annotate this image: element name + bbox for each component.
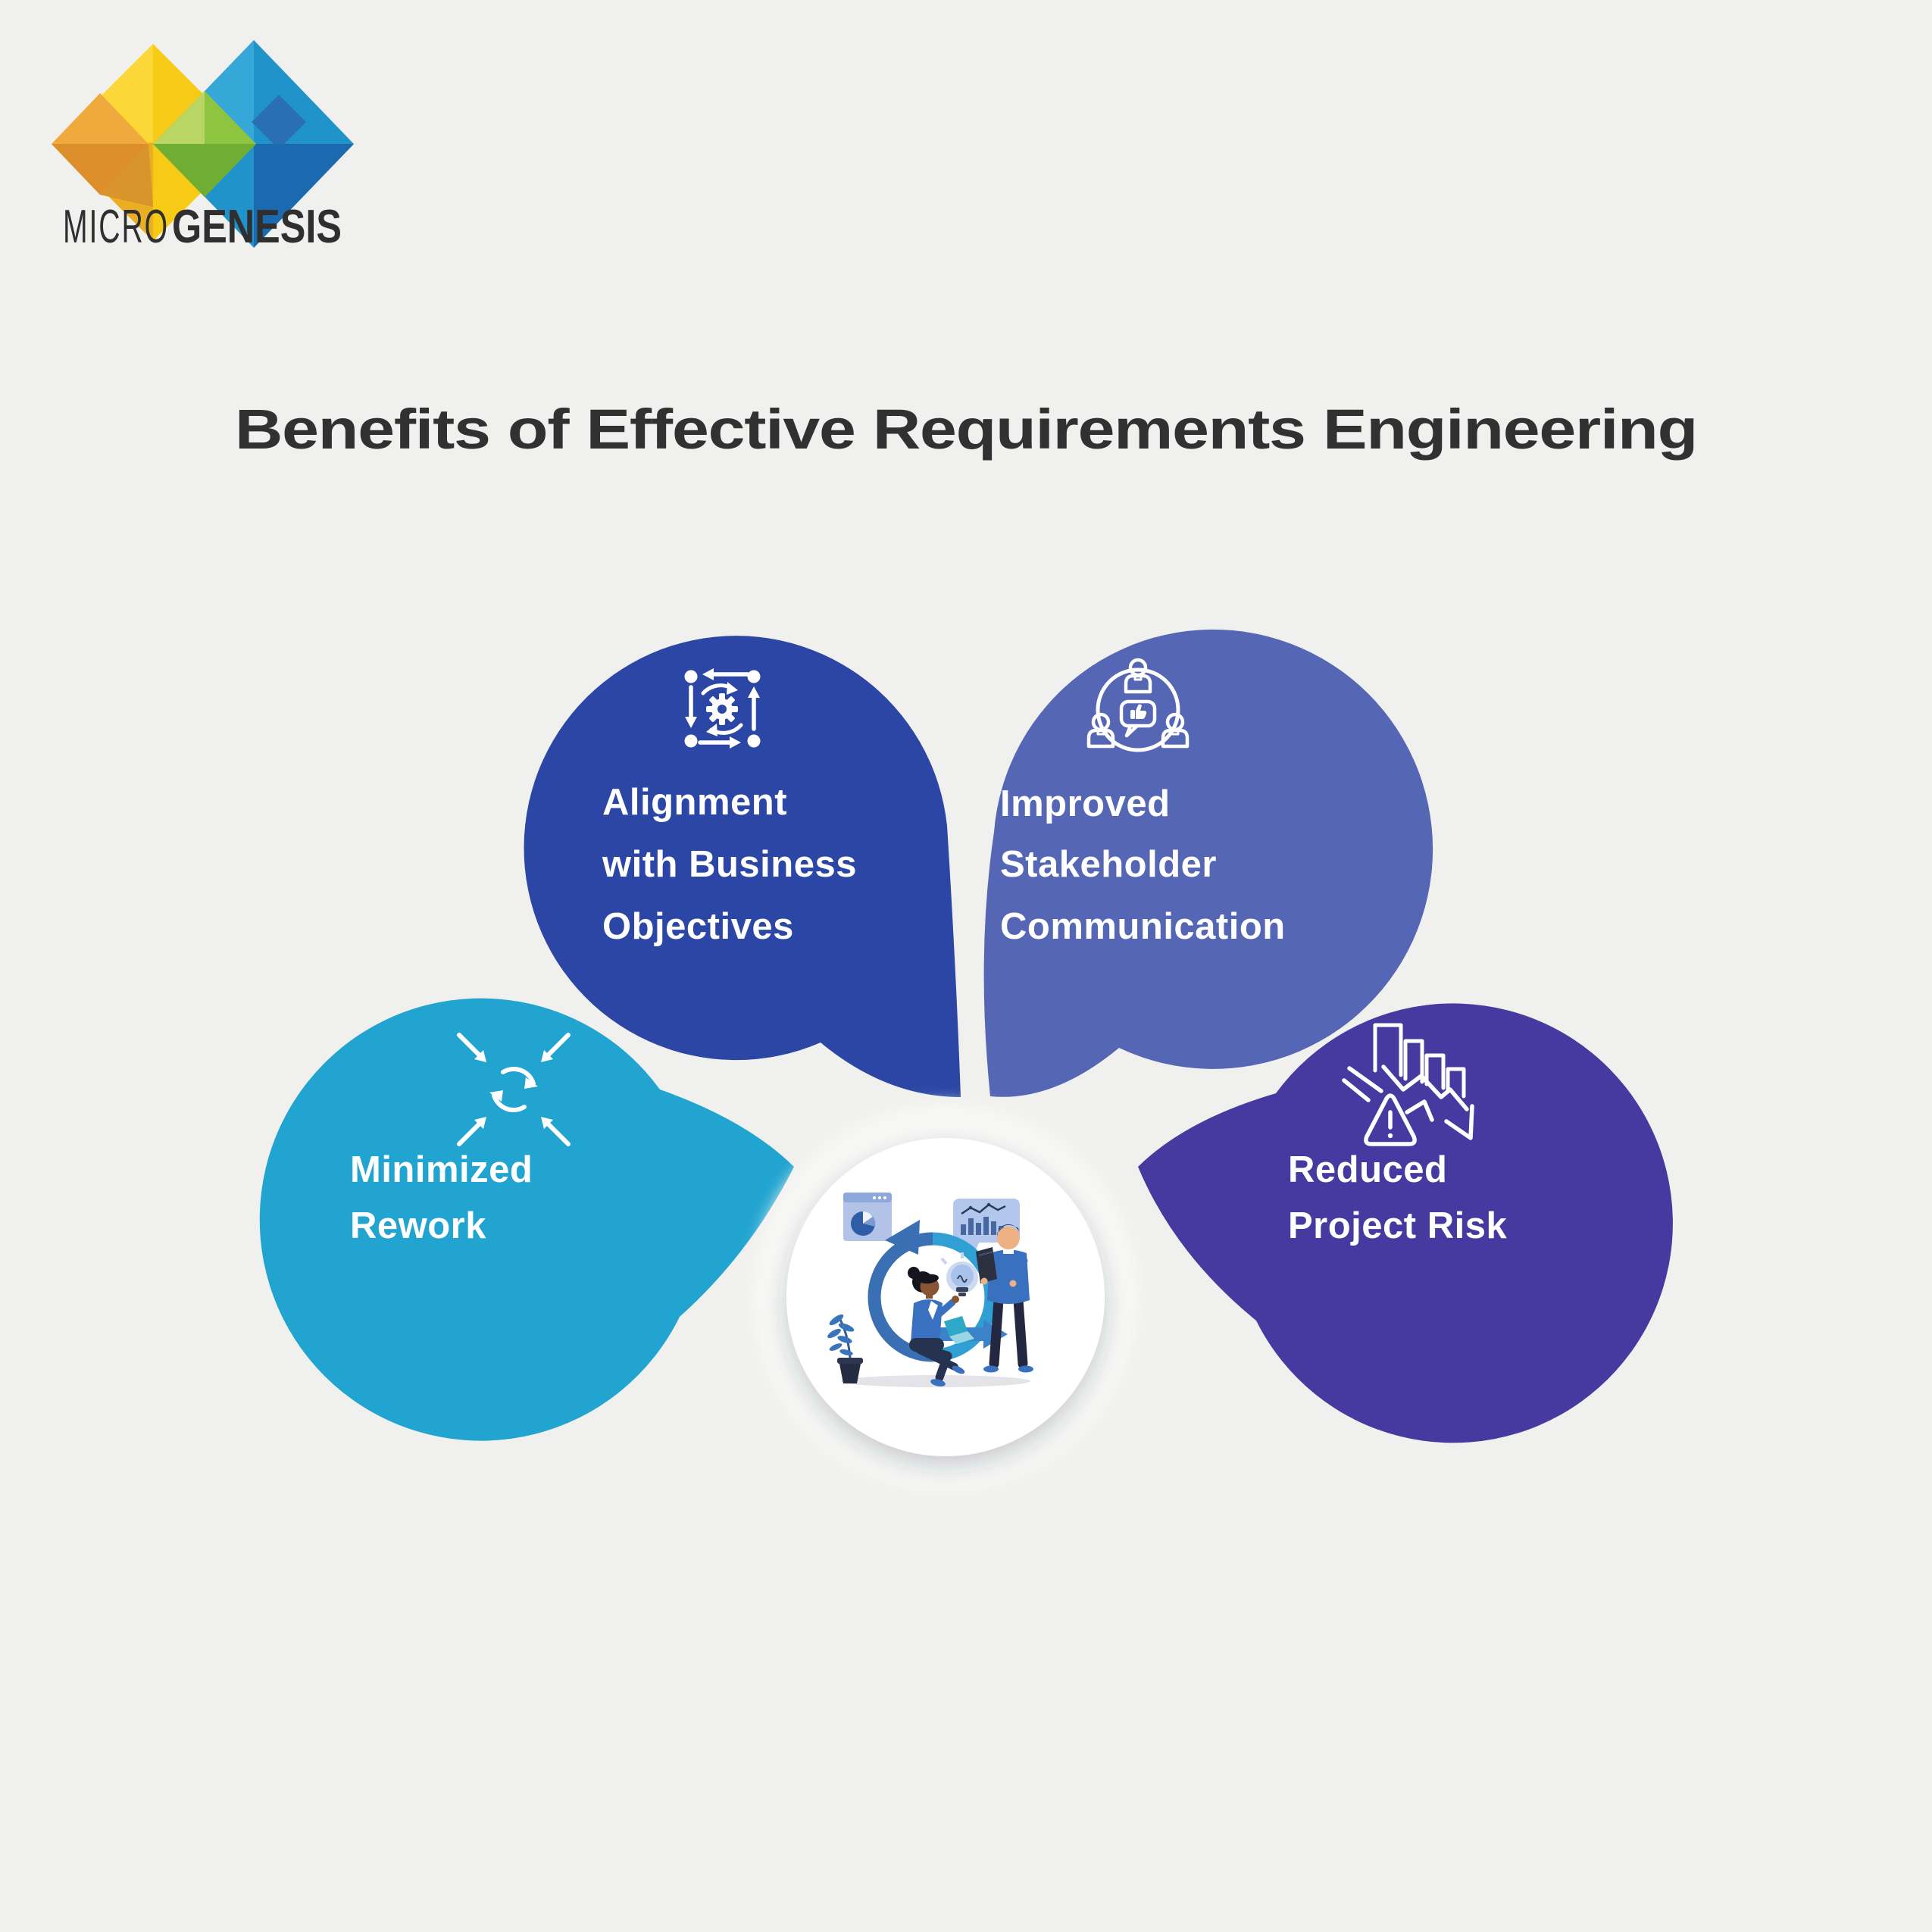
thumbs-up-bubble-icon [1119, 699, 1157, 738]
petal-rework-label: Minimized Rework [350, 1149, 543, 1246]
petal-risk: Reduced Project Risk [1138, 1003, 1673, 1443]
petal-risk-label: Reduced Project Risk [1288, 1149, 1507, 1246]
petal-risk-shape [1138, 1003, 1673, 1443]
petal-communication-label: Improved Stakeholder Communication [1000, 783, 1286, 947]
logo-text-micro: MICRO [63, 201, 169, 253]
petal-rework: Minimized Rework [259, 998, 794, 1441]
logo-mark-icon [52, 40, 354, 248]
center-circle [786, 1138, 1105, 1456]
pie-chart-browser-card [843, 1193, 892, 1241]
tablet-icon [976, 1247, 997, 1283]
person-top-icon [1124, 658, 1152, 694]
petal-alignment: Alignment with Business Objectives [524, 636, 961, 1097]
laptop-icon [944, 1316, 974, 1344]
potted-plant [827, 1314, 863, 1383]
woman-with-laptop [908, 1267, 974, 1386]
person-right-icon [1161, 712, 1190, 749]
page-title: Benefits of Effective Requirements Engin… [235, 398, 1697, 461]
man-with-tablet [976, 1224, 1033, 1373]
logo-wordmark: MICRO GENESIS [63, 201, 342, 253]
petal-alignment-label: Alignment with Business Objectives [602, 782, 868, 947]
petal-communication: Improved Stakeholder Communication [983, 629, 1433, 1097]
converging-arrows-icon [457, 1033, 571, 1146]
logo-text-genesis: GENESIS [172, 201, 342, 253]
microgenesis-logo: MICRO GENESIS [52, 40, 354, 253]
center-illustration [827, 1193, 1033, 1387]
process-cycle-gear-icon [684, 668, 761, 749]
stakeholder-communication-icon [1086, 658, 1190, 752]
declining-chart-warning-icon [1342, 1023, 1474, 1146]
person-left-icon [1086, 712, 1115, 749]
petal-alignment-shape [524, 636, 961, 1097]
petal-rework-shape [259, 998, 794, 1441]
